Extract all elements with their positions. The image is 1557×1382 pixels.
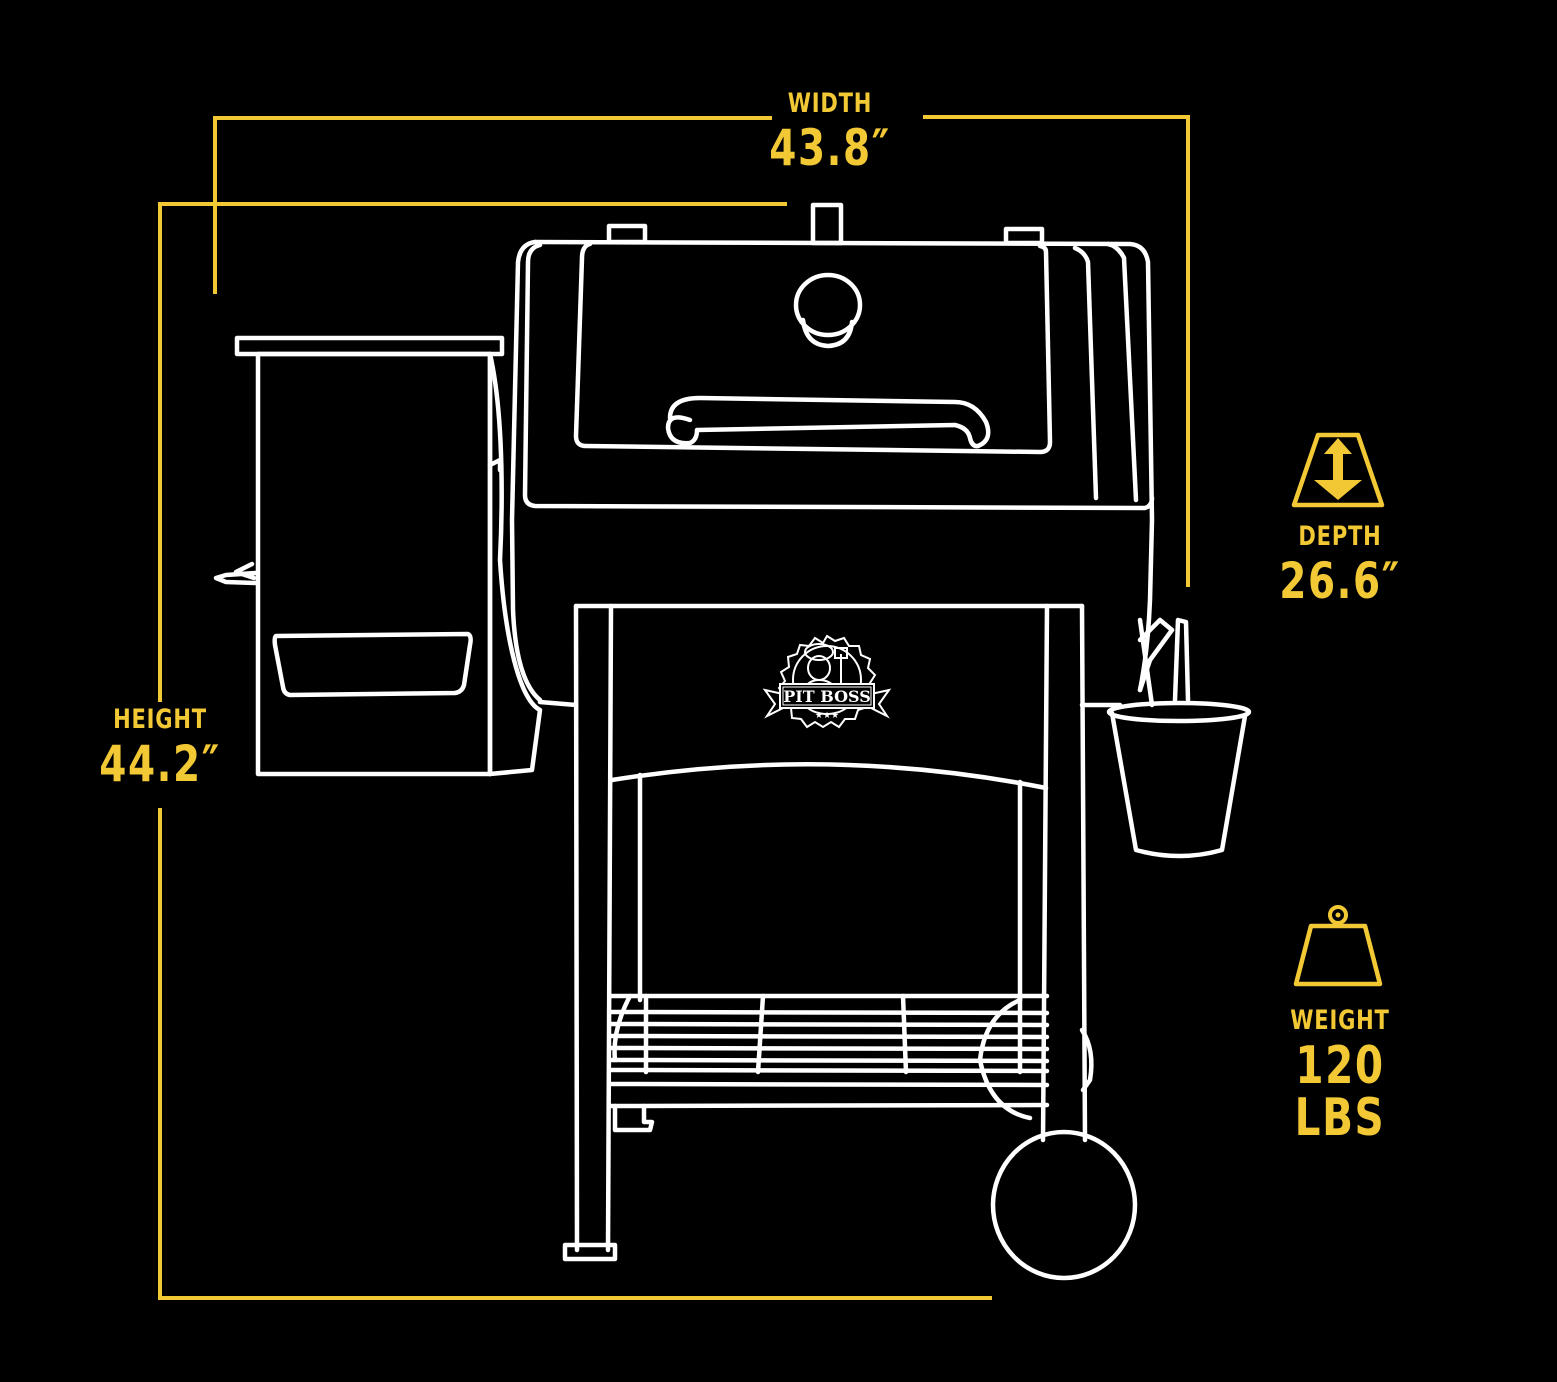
depth-value: 26.6″ bbox=[1279, 552, 1401, 610]
height-dimension-line-bottom bbox=[158, 808, 992, 1300]
weight-value: 120 LBS bbox=[1294, 1036, 1386, 1148]
width-dimension-line-right bbox=[923, 115, 1190, 587]
svg-text:★★★: ★★★ bbox=[815, 711, 839, 721]
width-dimension-line-left bbox=[213, 116, 772, 294]
height-value: 44.2″ bbox=[99, 735, 221, 793]
weight-label: WEIGHT bbox=[1290, 1005, 1390, 1036]
grill-barrel bbox=[509, 202, 1155, 703]
depth-arrow-icon bbox=[1291, 432, 1385, 508]
depth-dimension: DEPTH 26.6″ bbox=[1240, 523, 1440, 606]
pellet-hopper bbox=[213, 335, 543, 777]
height-dimension: HEIGHT 44.2″ bbox=[60, 706, 260, 789]
grill-cart bbox=[537, 603, 1175, 1281]
weight-icon bbox=[1293, 905, 1383, 987]
height-dimension-line-top bbox=[158, 202, 787, 702]
width-dimension: WIDTH 43.8″ bbox=[730, 90, 930, 173]
dimension-lines bbox=[158, 115, 1190, 1300]
grease-bucket bbox=[1106, 617, 1252, 859]
logo-text: PIT BOSS bbox=[783, 687, 871, 706]
depth-label: DEPTH bbox=[1298, 521, 1382, 552]
height-label: HEIGHT bbox=[113, 704, 207, 735]
width-value: 43.8″ bbox=[769, 119, 891, 177]
pit-boss-logo: PIT BOSS ★★★ bbox=[762, 634, 892, 729]
weight-dimension: WEIGHT 120 LBS bbox=[1240, 1007, 1440, 1144]
grill-drawing bbox=[213, 202, 1252, 1281]
width-label: WIDTH bbox=[787, 88, 873, 119]
